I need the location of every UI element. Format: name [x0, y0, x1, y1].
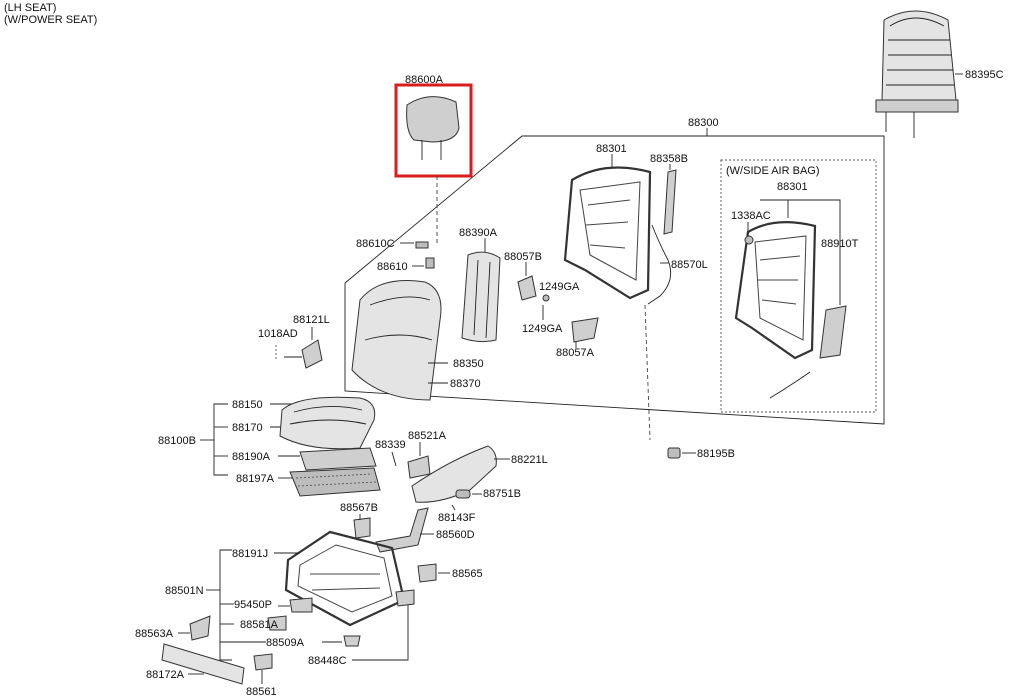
label-88563A[interactable]: 88563A: [135, 628, 174, 640]
bracket-88100B: [213, 403, 228, 476]
cushion-cover-88150[interactable]: [279, 396, 376, 450]
label-88610C[interactable]: 88610C: [356, 238, 395, 250]
motor-88448C[interactable]: [395, 589, 415, 607]
lumbar-bar-88358B[interactable]: [663, 169, 677, 235]
seatback-group-outline: [344, 135, 885, 425]
label-88339[interactable]: 88339: [375, 439, 406, 451]
label-88565[interactable]: 88565: [452, 568, 483, 580]
side-shield-88221L[interactable]: [411, 445, 497, 503]
switch-88521A[interactable]: [407, 455, 431, 479]
guide-88610[interactable]: [425, 257, 435, 269]
label-88121L[interactable]: 88121L: [293, 314, 330, 326]
cover-88561[interactable]: [253, 653, 273, 671]
back-panel-88395C[interactable]: [875, 10, 959, 138]
seatback-frame-88301[interactable]: [563, 166, 652, 300]
label-88561[interactable]: 88561: [246, 686, 277, 698]
header-lh-seat: (LH SEAT): [4, 2, 57, 14]
label-side-airbag: (W/SIDE AIR BAG): [726, 165, 820, 177]
harness-88570L[interactable]: [647, 224, 672, 305]
cover-88563A[interactable]: [189, 615, 211, 641]
highlight-88600A: [394, 83, 473, 178]
label-88501N[interactable]: 88501N: [165, 585, 204, 597]
label-88358B[interactable]: 88358B: [650, 153, 688, 165]
cushion-heater-88197A[interactable]: [289, 467, 381, 497]
bracket-88057B[interactable]: [517, 275, 537, 301]
label-88172A[interactable]: 88172A: [146, 669, 185, 681]
label-88521A[interactable]: 88521A: [408, 430, 447, 442]
label-88560D[interactable]: 88560D: [436, 529, 475, 541]
bracket-88567B[interactable]: [353, 517, 371, 539]
label-88570L[interactable]: 88570L: [671, 259, 708, 271]
label-1249GA-top[interactable]: 1249GA: [539, 281, 580, 293]
label-88191J[interactable]: 88191J: [232, 548, 268, 560]
label-88370[interactable]: 88370: [450, 378, 481, 390]
label-88395C[interactable]: 88395C: [965, 69, 1004, 81]
label-88610[interactable]: 88610: [377, 261, 408, 273]
cover-88509A[interactable]: [343, 635, 361, 647]
label-88301-box[interactable]: 88301: [777, 181, 808, 193]
airbag-wire: [769, 371, 811, 399]
label-1249GA-bottom[interactable]: 1249GA: [522, 323, 563, 335]
guide-88610C[interactable]: [415, 241, 429, 249]
label-88910T[interactable]: 88910T: [821, 238, 859, 250]
bracket-88057A[interactable]: [571, 317, 599, 343]
label-88057B[interactable]: 88057B: [504, 251, 542, 263]
label-88301[interactable]: 88301: [596, 143, 627, 155]
leader-88448C: [352, 598, 409, 661]
bolt-1249GA[interactable]: [542, 294, 550, 302]
label-88057A[interactable]: 88057A: [556, 347, 595, 359]
headrest-88600A[interactable]: [406, 96, 460, 160]
leader-88143F: [451, 504, 456, 511]
label-88751B[interactable]: 88751B: [483, 488, 521, 500]
label-88195B[interactable]: 88195B: [697, 448, 735, 460]
cushion-pad-88190A[interactable]: [299, 447, 377, 471]
label-88390A[interactable]: 88390A: [459, 227, 498, 239]
label-1338AC[interactable]: 1338AC: [731, 210, 771, 222]
cover-95450P[interactable]: [289, 597, 313, 613]
leader-88339: [391, 451, 397, 467]
label-88448C[interactable]: 88448C: [308, 655, 347, 667]
label-88143F[interactable]: 88143F: [438, 512, 476, 524]
header-power-seat: (W/POWER SEAT): [4, 14, 98, 26]
airbag-88910T[interactable]: [819, 305, 847, 359]
label-88581A[interactable]: 88581A: [240, 619, 279, 631]
label-88150[interactable]: 88150: [232, 399, 263, 411]
leader-bolt-down: [644, 304, 651, 441]
bolt-88195B[interactable]: [667, 447, 681, 459]
label-88221L[interactable]: 88221L: [511, 454, 548, 466]
label-88567B[interactable]: 88567B: [340, 502, 378, 514]
label-88350[interactable]: 88350: [453, 358, 484, 370]
nut-1338AC[interactable]: [744, 235, 754, 245]
seatback-pad-88390A[interactable]: [461, 251, 501, 343]
label-88190A[interactable]: 88190A: [232, 451, 271, 463]
side-airbag-frame-88301[interactable]: [734, 221, 817, 360]
knob-88751B[interactable]: [455, 489, 471, 499]
label-1018AD[interactable]: 1018AD: [258, 328, 298, 340]
side-airbag-box: [720, 159, 877, 413]
label-88600A[interactable]: 88600A: [405, 74, 444, 86]
cover-88121L[interactable]: [301, 339, 323, 369]
bracket-88565[interactable]: [417, 563, 437, 583]
bracket-88501N: [219, 549, 232, 661]
label-88100B[interactable]: 88100B: [158, 435, 196, 447]
label-88170[interactable]: 88170: [232, 422, 263, 434]
leader-88301-box: [760, 199, 841, 305]
label-88197A[interactable]: 88197A: [236, 473, 275, 485]
cover-88581A[interactable]: [267, 615, 287, 631]
label-95450P[interactable]: 95450P: [234, 599, 272, 611]
front-bar-88172A[interactable]: [161, 643, 245, 685]
cable-88560D[interactable]: [375, 507, 429, 553]
seatback-cover-88350[interactable]: [351, 279, 442, 401]
label-88509A[interactable]: 88509A: [266, 637, 305, 649]
label-88300[interactable]: 88300: [688, 117, 719, 129]
